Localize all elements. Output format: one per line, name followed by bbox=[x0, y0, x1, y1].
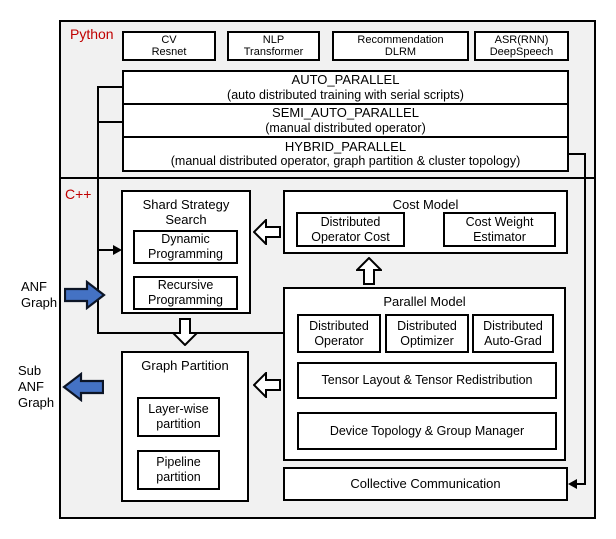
semi-auto-parallel-desc: (manual distributed operator) bbox=[265, 120, 426, 135]
mode-box-auto-parallel: AUTO_PARALLEL (auto distributed training… bbox=[122, 70, 569, 105]
app-box-recommendation: Recommendation DLRM bbox=[332, 31, 469, 61]
sub-anf-graph-label: Sub ANF Graph bbox=[18, 363, 54, 411]
connector-right-vertical-line bbox=[584, 153, 586, 485]
connector-to-collective-line bbox=[576, 483, 586, 485]
auto-parallel-desc: (auto distributed training with serial s… bbox=[227, 87, 464, 102]
sub-anf-graph-arrow-icon bbox=[62, 372, 104, 402]
hybrid-parallel-desc: (manual distributed operator, graph part… bbox=[170, 154, 521, 169]
auto-parallel-title: AUTO_PARALLEL bbox=[291, 72, 400, 88]
distributed-operator-cost-box: Distributed Operator Cost bbox=[296, 212, 405, 247]
hybrid-parallel-title: HYBRID_PARALLEL bbox=[284, 138, 407, 154]
tensor-layout-box: Tensor Layout & Tensor Redistribution bbox=[297, 362, 557, 399]
device-topology-box: Device Topology & Group Manager bbox=[297, 412, 557, 450]
shard-to-graph-arrow-icon bbox=[172, 318, 198, 346]
app-box-cv: CV Resnet bbox=[122, 31, 216, 61]
layer-wise-partition-box: Layer-wise partition bbox=[137, 397, 220, 437]
app-recommendation-line2: DLRM bbox=[384, 46, 417, 58]
anf-graph-label-line2: Graph bbox=[21, 295, 58, 310]
cpp-section-label: C++ bbox=[65, 186, 92, 202]
section-divider-line bbox=[59, 177, 596, 179]
parallel-model-title: Parallel Model bbox=[383, 294, 466, 309]
to-shard-arrowhead-icon bbox=[113, 245, 122, 255]
app-box-nlp: NLP Transformer bbox=[227, 31, 320, 61]
distributed-auto-grad-box: Distributed Auto-Grad bbox=[472, 314, 554, 353]
parallel-to-graph-arrow-icon bbox=[253, 372, 281, 398]
connector-left-vertical-line bbox=[97, 86, 99, 334]
sub-anf-graph-label-line1: Sub bbox=[18, 363, 42, 378]
app-recommendation-line1: Recommendation bbox=[357, 33, 444, 46]
mode-box-semi-auto-parallel: SEMI_AUTO_PARALLEL (manual distributed o… bbox=[122, 103, 569, 138]
app-nlp-line2: Transformer bbox=[243, 46, 304, 58]
app-asr-line1: ASR(RNN) bbox=[494, 33, 549, 46]
anf-graph-label-line1: ANF bbox=[21, 279, 47, 294]
mode-box-hybrid-parallel: HYBRID_PARALLEL (manual distributed oper… bbox=[122, 136, 569, 172]
app-cv-line1: CV bbox=[161, 33, 177, 46]
graph-partition-title: Graph Partition bbox=[141, 358, 229, 373]
connector-auto-parallel-stub-line bbox=[97, 86, 122, 88]
cost-weight-estimator-box: Cost Weight Estimator bbox=[443, 212, 556, 247]
distributed-optimizer-box: Distributed Optimizer bbox=[385, 314, 469, 353]
parallel-to-cost-arrow-icon bbox=[356, 257, 382, 285]
anf-graph-label: ANF Graph bbox=[21, 279, 57, 311]
app-asr-line2: DeepSpeech bbox=[489, 46, 554, 58]
sub-anf-graph-label-line2: ANF bbox=[18, 379, 44, 394]
cost-model-title: Cost Model bbox=[392, 197, 459, 212]
pipeline-partition-box: Pipeline partition bbox=[137, 450, 220, 490]
app-nlp-line1: NLP bbox=[262, 33, 285, 46]
python-section-label: Python bbox=[70, 26, 114, 42]
app-box-asr: ASR(RNN) DeepSpeech bbox=[474, 31, 569, 61]
dynamic-programming-box: Dynamic Programming bbox=[133, 230, 238, 264]
recursive-programming-box: Recursive Programming bbox=[133, 276, 238, 310]
semi-auto-parallel-title: SEMI_AUTO_PARALLEL bbox=[272, 105, 419, 121]
distributed-operator-box: Distributed Operator bbox=[297, 314, 381, 353]
anf-graph-arrow-icon bbox=[64, 280, 106, 310]
connector-hybrid-stub-line bbox=[567, 153, 586, 155]
shard-strategy-search-title: Shard Strategy Search bbox=[142, 197, 230, 227]
to-collective-arrowhead-icon bbox=[568, 479, 577, 489]
sub-anf-graph-label-line3: Graph bbox=[18, 395, 55, 410]
app-cv-line2: Resnet bbox=[151, 46, 187, 58]
cost-to-shard-arrow-icon bbox=[253, 219, 281, 245]
connector-semi-auto-stub-line bbox=[97, 121, 122, 123]
connector-to-shard-line bbox=[97, 249, 114, 251]
collective-communication-box: Collective Communication bbox=[283, 467, 568, 501]
